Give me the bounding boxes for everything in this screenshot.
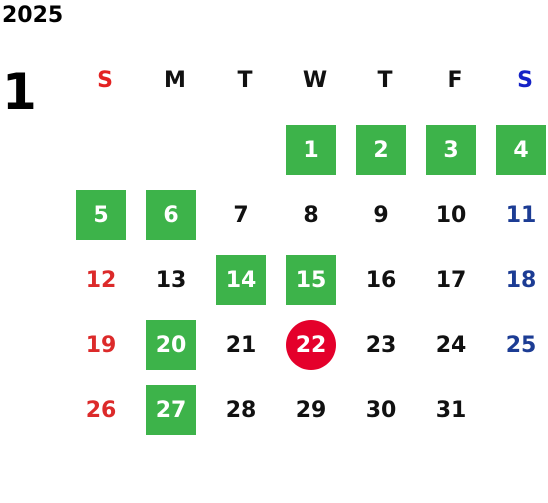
day-number: 19 bbox=[85, 332, 117, 358]
day-cell[interactable]: 4 bbox=[490, 122, 548, 187]
day-cell[interactable]: 30 bbox=[350, 382, 420, 447]
day-number: 16 bbox=[365, 267, 397, 293]
day-number: 24 bbox=[435, 332, 467, 358]
weekday-tuesday: T bbox=[237, 68, 253, 93]
weekday-friday: F bbox=[447, 68, 463, 93]
day-cell[interactable]: 1 bbox=[280, 122, 350, 187]
day-number: 15 bbox=[286, 255, 336, 305]
day-number: 5 bbox=[76, 190, 126, 240]
day-number: 17 bbox=[435, 267, 467, 293]
day-cell[interactable]: 25 bbox=[490, 317, 548, 382]
day-cell[interactable]: 23 bbox=[350, 317, 420, 382]
day-number: 12 bbox=[85, 267, 117, 293]
day-cell[interactable]: 13 bbox=[140, 252, 210, 317]
day-number: 4 bbox=[496, 125, 546, 175]
day-number: 23 bbox=[365, 332, 397, 358]
empty-cell bbox=[70, 122, 140, 187]
day-cell[interactable]: 28 bbox=[210, 382, 280, 447]
day-number: 14 bbox=[216, 255, 266, 305]
day-cell[interactable]: 8 bbox=[280, 187, 350, 252]
day-cell[interactable]: 12 bbox=[70, 252, 140, 317]
day-number: 7 bbox=[233, 202, 249, 228]
weekday-saturday: S bbox=[517, 68, 533, 93]
day-number: 3 bbox=[426, 125, 476, 175]
day-cell[interactable]: 11 bbox=[490, 187, 548, 252]
day-number: 6 bbox=[146, 190, 196, 240]
day-number: 31 bbox=[435, 397, 467, 423]
day-cell[interactable]: 20 bbox=[140, 317, 210, 382]
month-label: 1 bbox=[2, 63, 37, 121]
day-cell[interactable]: 2 bbox=[350, 122, 420, 187]
day-cell[interactable]: 17 bbox=[420, 252, 490, 317]
day-number: 29 bbox=[295, 397, 327, 423]
day-number: 8 bbox=[303, 202, 319, 228]
day-cell[interactable]: 27 bbox=[140, 382, 210, 447]
day-number: 25 bbox=[505, 332, 537, 358]
weekday-monday: M bbox=[164, 68, 186, 93]
day-cell[interactable]: 24 bbox=[420, 317, 490, 382]
weekday-wednesday: W bbox=[302, 68, 328, 93]
day-number: 21 bbox=[225, 332, 257, 358]
day-cell[interactable]: 22 bbox=[280, 317, 350, 382]
year-label: 2025 bbox=[2, 3, 64, 28]
day-cell[interactable]: 16 bbox=[350, 252, 420, 317]
day-cell[interactable]: 9 bbox=[350, 187, 420, 252]
day-cell[interactable]: 31 bbox=[420, 382, 490, 447]
day-number: 30 bbox=[365, 397, 397, 423]
day-number: 10 bbox=[435, 202, 467, 228]
day-cell[interactable]: 21 bbox=[210, 317, 280, 382]
weekday-header: S M T W T F S bbox=[70, 64, 548, 98]
day-number-today: 22 bbox=[286, 320, 336, 370]
day-number: 26 bbox=[85, 397, 117, 423]
day-cell[interactable]: 10 bbox=[420, 187, 490, 252]
day-cell[interactable]: 29 bbox=[280, 382, 350, 447]
day-cell[interactable]: 5 bbox=[70, 187, 140, 252]
day-number: 1 bbox=[286, 125, 336, 175]
day-number: 28 bbox=[225, 397, 257, 423]
day-number: 2 bbox=[356, 125, 406, 175]
day-cell[interactable]: 15 bbox=[280, 252, 350, 317]
empty-cell bbox=[210, 122, 280, 187]
day-number: 11 bbox=[505, 202, 537, 228]
day-cell[interactable]: 6 bbox=[140, 187, 210, 252]
day-cell[interactable]: 18 bbox=[490, 252, 548, 317]
weekday-thursday: T bbox=[377, 68, 393, 93]
day-number: 20 bbox=[146, 320, 196, 370]
day-cell[interactable]: 19 bbox=[70, 317, 140, 382]
day-number: 27 bbox=[146, 385, 196, 435]
day-cell[interactable]: 3 bbox=[420, 122, 490, 187]
day-number: 9 bbox=[373, 202, 389, 228]
day-cell[interactable]: 14 bbox=[210, 252, 280, 317]
day-cell[interactable]: 7 bbox=[210, 187, 280, 252]
day-number: 13 bbox=[155, 267, 187, 293]
weekday-sunday: S bbox=[97, 68, 113, 93]
empty-cell bbox=[140, 122, 210, 187]
day-cell[interactable]: 26 bbox=[70, 382, 140, 447]
day-number: 18 bbox=[505, 267, 537, 293]
